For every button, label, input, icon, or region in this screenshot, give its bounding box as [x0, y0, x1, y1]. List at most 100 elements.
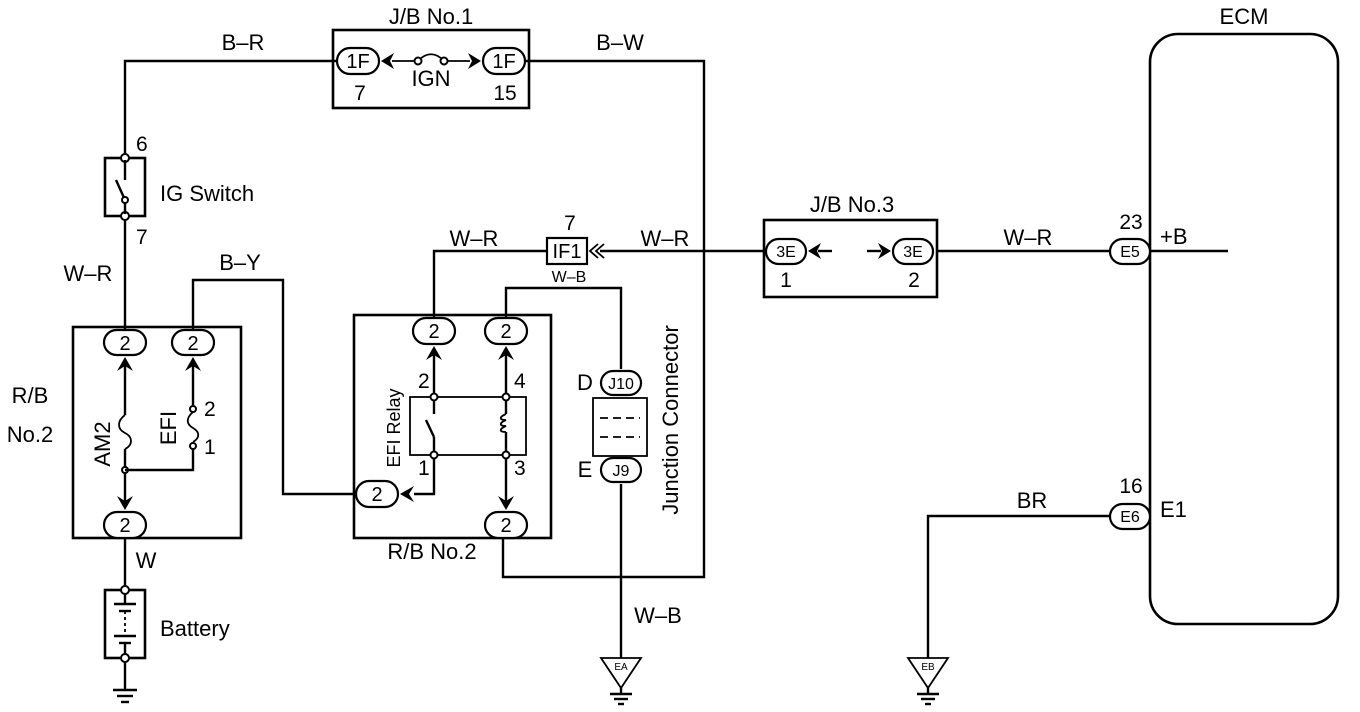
- jb3-connector-left: [764, 237, 808, 266]
- relay-pin-4: 4: [514, 370, 526, 393]
- wires: [123, 59, 1228, 690]
- ground-eb-label: EB: [921, 662, 935, 673]
- wire-label-br: BR: [1017, 488, 1048, 513]
- if1-pin: 7: [564, 212, 576, 235]
- ecm-label-e1: E1: [1160, 497, 1187, 522]
- wire-label-w-r-relay: W–R: [450, 226, 499, 251]
- battery-node-bottom: [120, 653, 130, 663]
- relay-arrow-br-icon: [498, 496, 514, 510]
- ecm-pin-b: 23: [1119, 211, 1142, 234]
- wire-label-w-r-jb3: W–R: [641, 226, 690, 251]
- rb2-efi-lead-bottom: [125, 449, 195, 472]
- jb1-connector-left: [335, 46, 381, 76]
- jb1-connector-left-label: 1F: [346, 51, 369, 73]
- relay-pin-1: 1: [418, 457, 430, 480]
- relay-connector-bl: [354, 479, 400, 509]
- relay-connector-br-label: 2: [500, 515, 511, 537]
- jb1-title: J/B No.1: [389, 4, 473, 29]
- efi-fuse-icon: [186, 411, 200, 443]
- efi-pin-top: 2: [204, 398, 216, 421]
- wire-label-w-r-ecm: W–R: [1004, 225, 1053, 250]
- battery-node-top: [120, 585, 130, 595]
- wire-w-b-top: [504, 286, 623, 369]
- relay-node-1: [429, 450, 439, 460]
- jb3-arrow-right-icon: [878, 243, 891, 259]
- wire-label-w: W: [136, 548, 157, 573]
- ecm-connector-e6: [1108, 502, 1152, 531]
- rb2-relay: R/B No.2 2 2 2 2 2 4 1 3 EFI Relay: [352, 313, 553, 564]
- rb2-relay-label: R/B No.2: [387, 539, 476, 564]
- junction-top-letter: D: [577, 370, 593, 395]
- am2-fuse-icon: [118, 414, 132, 450]
- junction-connector-label: Junction Connector: [658, 325, 683, 515]
- junction-bottom-letter: E: [578, 457, 593, 482]
- rb2-left-arrow-am2-icon: [117, 357, 133, 371]
- relay-connector-bl-label: 2: [371, 484, 382, 506]
- rb2-left-label-line1: R/B: [12, 383, 49, 408]
- relay-connector-tl-label: 2: [428, 321, 439, 343]
- battery: Battery: [103, 585, 230, 663]
- ecm-connector-e5-label: E5: [1120, 244, 1140, 261]
- rb2-left-connector-bottom: [102, 510, 148, 540]
- junction-connector-j10: [599, 369, 643, 397]
- relay-switch-icon: [424, 419, 436, 438]
- junction-connector-j9: [599, 456, 643, 484]
- rb2-left-connector-bottom-label: 2: [119, 515, 130, 537]
- if1-label: IF1: [553, 241, 582, 263]
- rb2-left-label-line2: No.2: [7, 422, 53, 447]
- relay-connector-br: [483, 510, 529, 540]
- junction-connector-j10-label: J10: [608, 376, 634, 393]
- jb1-fuse-node-left: [413, 56, 423, 66]
- ground-ea-triangle: [599, 657, 643, 690]
- wire-b-w: [501, 59, 706, 579]
- if1-connector: IF1 7: [545, 212, 605, 266]
- jb3: J/B No.3 3E 3E 1 2: [762, 192, 939, 299]
- rb2-left-arrow-bottom-icon: [117, 496, 133, 510]
- rb2-efi-node-bottom: [189, 442, 197, 450]
- ig-switch-pin-top: 6: [136, 133, 148, 156]
- jb3-box: [762, 218, 939, 299]
- relay-connector-tr-label: 2: [500, 321, 511, 343]
- rb2-efi-node-top: [189, 405, 197, 413]
- wire-b-y: [191, 278, 356, 496]
- wire-b-r: [123, 59, 337, 158]
- ecm-label-plus-b: +B: [1160, 224, 1188, 249]
- wire-label-w-r-ig: W–R: [64, 261, 113, 286]
- relay-connector-tr: [483, 316, 529, 346]
- wire-label-b-y: B–Y: [219, 250, 261, 275]
- ecm-connector-e6-label: E6: [1120, 509, 1140, 526]
- ecm: ECM E5 23 +B E6 16 E1: [1108, 4, 1340, 626]
- relay-node-2: [429, 392, 439, 402]
- rb2-relay-box: [352, 313, 553, 540]
- ecm-box: [1148, 32, 1340, 626]
- ground-eb-triangle: [906, 657, 950, 690]
- wire-br: [926, 514, 1110, 658]
- relay-arrow-tl-icon: [426, 346, 442, 360]
- ecm-title: ECM: [1220, 4, 1269, 29]
- junction-connector-body: [592, 397, 648, 457]
- jb3-connector-right: [891, 237, 935, 266]
- jb3-connector-left-label: 3E: [776, 244, 796, 261]
- jb1-box: [331, 28, 531, 110]
- rb2-left-connector-tr-label: 2: [187, 333, 198, 355]
- relay-lead-1: [414, 459, 436, 496]
- wire-label-b-w: B–W: [596, 30, 644, 55]
- if1-chevron-icon: [588, 243, 599, 259]
- relay-coil-icon: [499, 413, 507, 433]
- ig-switch-label: IG Switch: [160, 181, 254, 206]
- jb1-fuse-node-right: [439, 56, 449, 66]
- ig-switch-pivot: [121, 196, 129, 204]
- rb2-left-connector-tl-label: 2: [119, 333, 130, 355]
- relay-coil-box: [409, 396, 527, 456]
- ecm-pin-e1: 16: [1119, 475, 1142, 498]
- jb1-pin-left: 7: [354, 82, 366, 105]
- junction-connector-j9-label: J9: [613, 463, 630, 480]
- jb1: J/B No.1 1F 1F IGN 7 15: [331, 4, 531, 110]
- relay-arrow-bl-icon: [400, 486, 414, 502]
- ig-switch-pin-bottom: 7: [136, 226, 148, 249]
- am2-fuse-label: AM2: [90, 421, 115, 466]
- wire-label-w-b-bottom: W–B: [634, 603, 682, 628]
- battery-ground-icon: [113, 688, 137, 704]
- jb3-pin-left: 1: [780, 269, 792, 292]
